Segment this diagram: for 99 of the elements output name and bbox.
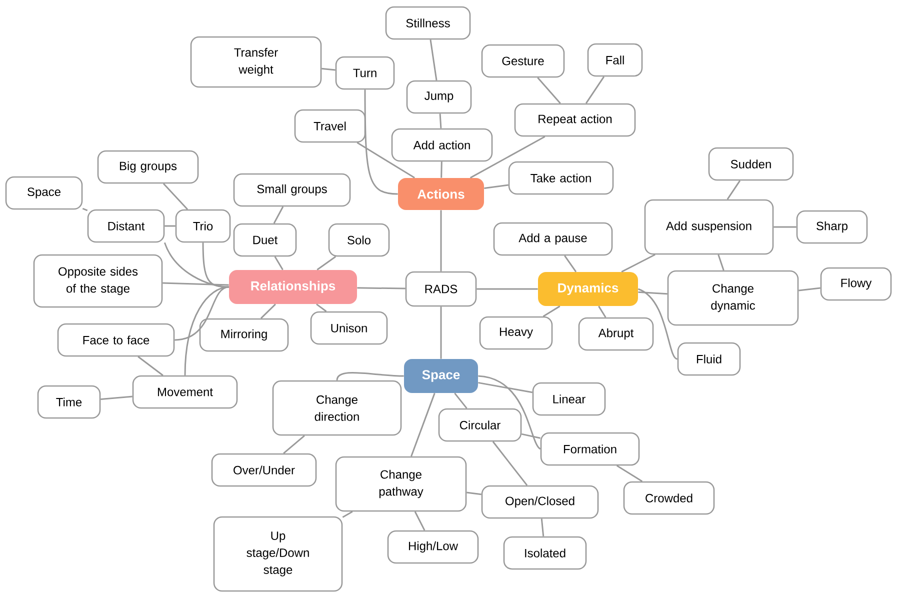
idea-box: Face to face <box>57 323 175 357</box>
idea-box: Big groups <box>97 150 199 184</box>
branch-line <box>164 225 176 227</box>
branch-line <box>638 291 668 295</box>
branch-line <box>621 254 656 272</box>
branch-line <box>184 286 229 376</box>
branch-line <box>82 208 88 212</box>
idea-box: Add suspension <box>644 199 774 255</box>
branch-line <box>138 356 164 376</box>
branch-line <box>440 210 442 272</box>
idea-box: Add action <box>391 128 493 162</box>
branch-line <box>478 382 532 394</box>
idea-box: Transfer weight <box>190 36 322 88</box>
idea-box: High/Low <box>387 530 479 564</box>
branch-line <box>638 288 678 360</box>
branch-line <box>440 306 442 359</box>
idea-box: Mirroring <box>199 318 289 352</box>
idea-box: RADS <box>405 271 477 307</box>
branch-line <box>585 76 605 104</box>
idea-box: Trio <box>175 209 231 243</box>
branch-line <box>440 162 442 178</box>
topic-box: Dynamics <box>538 272 638 306</box>
branch-line <box>414 511 426 531</box>
branch-line <box>484 184 508 189</box>
idea-box: Abrupt <box>578 317 654 351</box>
idea-box: Unison <box>310 311 388 345</box>
branch-line <box>726 180 741 200</box>
idea-box: Fall <box>587 43 643 77</box>
idea-box: Over/Under <box>211 453 317 487</box>
idea-box: Crowded <box>623 481 715 515</box>
branch-line <box>273 206 284 224</box>
idea-box: Travel <box>294 109 366 143</box>
idea-box: Movement <box>132 375 238 409</box>
branch-line <box>260 304 276 319</box>
idea-box: Heavy <box>479 316 553 350</box>
branch-line <box>540 518 544 536</box>
idea-box: Formation <box>540 432 640 466</box>
idea-box: Isolated <box>503 536 587 570</box>
branch-line <box>798 287 820 292</box>
idea-box: Stillness <box>385 6 471 40</box>
branch-line <box>470 136 546 178</box>
idea-box: Fluid <box>677 342 741 376</box>
idea-box: Opposite sides of the stage <box>33 254 163 308</box>
branch-line <box>162 183 188 210</box>
idea-box: Solo <box>328 223 390 257</box>
idea-box: Circular <box>438 408 522 442</box>
branch-line <box>164 242 229 288</box>
branch-line <box>274 256 284 270</box>
branch-line <box>718 254 724 271</box>
branch-line <box>616 465 643 482</box>
topic-box: Relationships <box>229 270 357 304</box>
branch-line <box>430 40 438 80</box>
branch-line <box>521 433 541 439</box>
branch-line <box>542 306 560 317</box>
idea-box: Time <box>37 385 101 419</box>
idea-box: Sudden <box>708 147 794 181</box>
branch-line <box>336 372 404 381</box>
branch-line <box>316 256 336 270</box>
branch-line <box>564 255 577 272</box>
branch-line <box>598 306 606 318</box>
branch-line <box>357 287 406 290</box>
branch-line <box>322 68 336 71</box>
branch-line <box>364 90 398 195</box>
idea-box: Linear <box>532 382 606 416</box>
branch-line <box>454 392 468 409</box>
idea-box: Open/Closed <box>481 485 599 519</box>
idea-box: Take action <box>508 161 614 195</box>
branch-line <box>774 226 796 228</box>
branch-line <box>342 510 353 518</box>
branch-line <box>100 396 132 400</box>
branch-line <box>476 288 538 290</box>
idea-box: Up stage/Down stage <box>213 516 343 592</box>
idea-box: Jump <box>406 80 472 114</box>
branch-line <box>478 375 541 450</box>
idea-box: Duet <box>233 223 297 257</box>
idea-box: Gesture <box>481 44 565 78</box>
idea-box: Change direction <box>272 380 402 436</box>
branch-line <box>410 392 436 457</box>
branch-line <box>316 304 327 312</box>
branch-line <box>162 282 229 286</box>
idea-box: Distant <box>87 209 165 243</box>
branch-line <box>283 435 305 454</box>
idea-box: Turn <box>335 56 395 90</box>
idea-box: Flowy <box>820 267 892 301</box>
idea-box: Small groups <box>233 173 351 207</box>
branch-line <box>466 492 482 496</box>
idea-box: Repeat action <box>514 103 636 137</box>
branch-line <box>439 114 442 128</box>
branch-line <box>356 142 415 178</box>
branch-line <box>174 286 229 341</box>
branch-line <box>492 441 528 486</box>
idea-box: Change pathway <box>335 456 467 512</box>
idea-box: Space <box>5 176 83 210</box>
topic-box: Actions <box>398 178 484 210</box>
topic-box: Space <box>404 359 478 393</box>
idea-box: Sharp <box>796 210 868 244</box>
idea-box: Add a pause <box>493 222 613 256</box>
idea-box: Change dynamic <box>667 270 799 326</box>
branch-line <box>537 77 561 104</box>
